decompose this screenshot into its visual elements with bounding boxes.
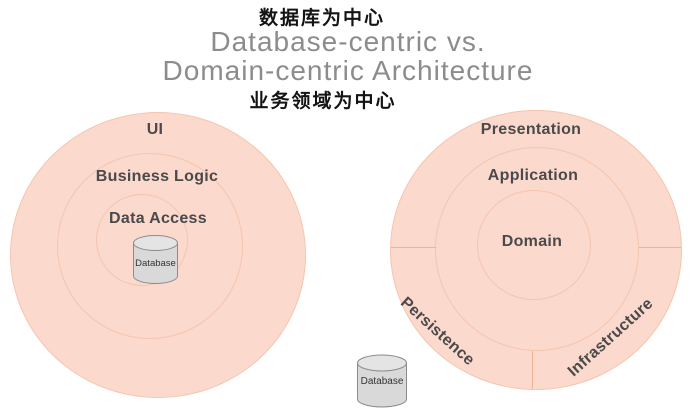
annotation-database-centric-zh: 数据库为中心 <box>258 8 386 29</box>
page-title-line-2: Domain-centric Architecture <box>162 55 534 86</box>
segment-divider-right <box>639 247 681 248</box>
domain-ring-domain-circle <box>477 190 591 300</box>
db-ring-business-logic-circle <box>57 153 243 339</box>
page-title-line-1: Database-centric vs. <box>210 26 486 57</box>
database-cylinder-icon: Database <box>133 235 178 284</box>
database-cylinder-label: Database <box>135 258 176 269</box>
ring-label-presentation: Presentation <box>480 121 582 138</box>
database-cylinder-icon: Database <box>357 354 407 408</box>
ring-label-application: Application <box>487 167 579 184</box>
ring-label-domain: Domain <box>501 233 563 250</box>
annotation-domain-centric-zh: 业务领域为中心 <box>249 91 397 112</box>
ring-label-business-logic: Business Logic <box>95 168 219 185</box>
segment-divider-bottom <box>532 351 533 389</box>
database-cylinder-label: Database <box>361 376 404 387</box>
ring-label-ui: UI <box>146 121 164 138</box>
segment-divider-left <box>391 247 436 248</box>
ring-label-data-access: Data Access <box>109 210 207 227</box>
